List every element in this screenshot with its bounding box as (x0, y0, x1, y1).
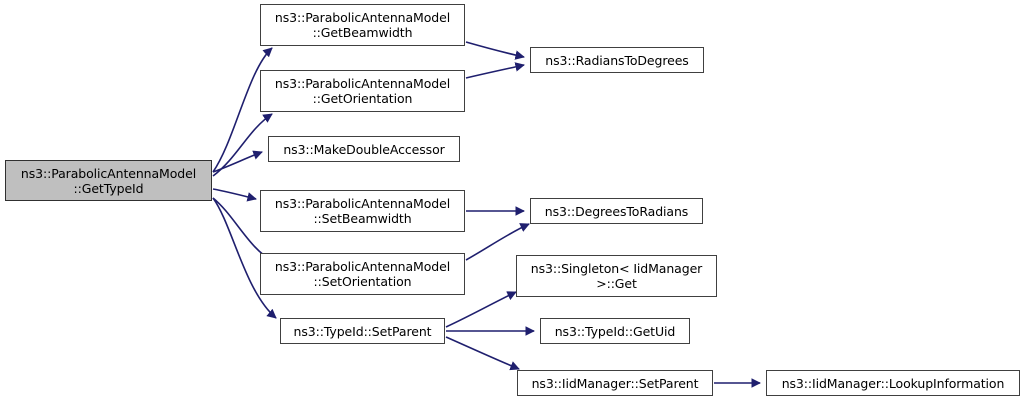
call-graph-node-iidmanager-lookupinformation[interactable]: ns3::IidManager::LookupInformation (766, 370, 1020, 396)
call-graph-node-set-beamwidth[interactable]: ns3::ParabolicAntennaModel ::SetBeamwidt… (260, 190, 465, 232)
call-edge-get-orientation-to-radians-to-degrees (465, 62, 525, 79)
call-graph-node-get-beamwidth[interactable]: ns3::ParabolicAntennaModel ::GetBeamwidt… (260, 4, 465, 46)
call-graph-node-get-type-id[interactable]: ns3::ParabolicAntennaModel ::GetTypeId (5, 160, 212, 201)
call-graph-node-radians-to-degrees[interactable]: ns3::RadiansToDegrees (530, 47, 704, 73)
call-edge-get-type-id-to-set-beamwidth (212, 188, 257, 202)
call-graph-node-get-orientation[interactable]: ns3::ParabolicAntennaModel ::GetOrientat… (260, 70, 465, 112)
call-graph-node-typeid-setparent[interactable]: ns3::TypeId::SetParent (280, 318, 445, 344)
call-edge-get-type-id-to-get-orientation (212, 113, 273, 177)
call-graph-node-typeid-getuid[interactable]: ns3::TypeId::GetUid (540, 318, 690, 344)
call-edge-typeid-setparent-to-iidmanager-setparent (445, 336, 520, 371)
call-graph-node-make-double-accessor[interactable]: ns3::MakeDoubleAccessor (268, 136, 460, 162)
call-graph-node-set-orientation[interactable]: ns3::ParabolicAntennaModel ::SetOrientat… (260, 253, 465, 295)
call-edge-get-beamwidth-to-radians-to-degrees (465, 41, 525, 60)
call-edge-typeid-setparent-to-singleton-iidmanager-get (445, 291, 517, 328)
call-graph-node-singleton-iidmanager-get[interactable]: ns3::Singleton< IidManager >::Get (516, 255, 717, 297)
call-edge-get-type-id-to-make-double-accessor (212, 150, 263, 173)
call-graph-node-degrees-to-radians[interactable]: ns3::DegreesToRadians (530, 198, 703, 224)
call-graph-node-iidmanager-setparent[interactable]: ns3::IidManager::SetParent (517, 370, 713, 396)
